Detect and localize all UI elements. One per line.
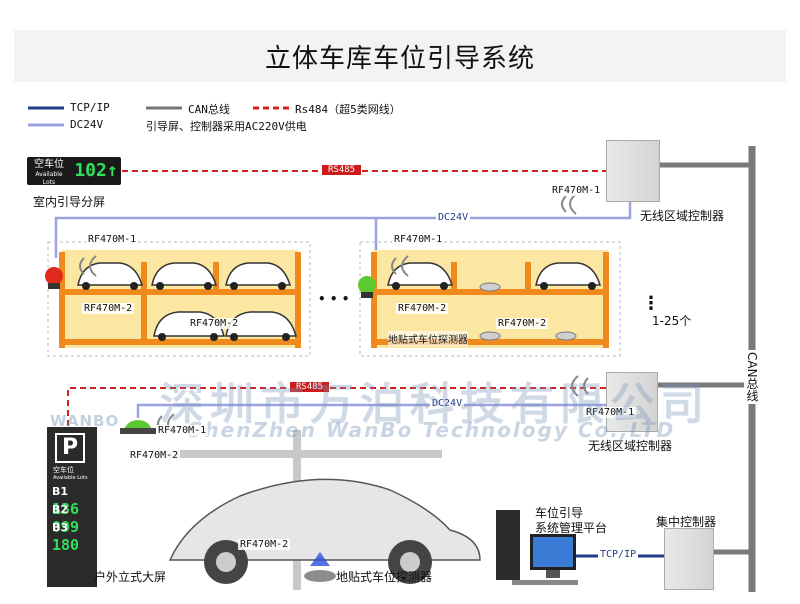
wireless-controller-mid-icon (606, 372, 658, 432)
outdoor-car-rf: RF470M-2 (238, 539, 291, 550)
floor-name: B1 (52, 485, 69, 498)
garage-right-rf2a: RF470M-2 (396, 303, 449, 314)
pc-tower-icon (496, 510, 520, 580)
floor-value: 136 (52, 500, 80, 518)
garage-right-rf2b: RF470M-2 (496, 318, 549, 329)
outdoor-board-caption: 户外立式大屏 (94, 570, 167, 584)
watermark-cn: 深圳市万泊科技有限公司 (160, 379, 710, 430)
tcpip-bottom-tag: TCP/IP (598, 549, 639, 560)
central-controller-label: 集中控制器 (656, 515, 717, 529)
outdoor-floor-row: B3 180 (52, 516, 96, 554)
outdoor-rf2: RF470M-2 (128, 450, 181, 461)
outdoor-detector-label: 地贴式车位探测器 (336, 570, 433, 584)
wireless-controller-mid-label: 无线区域控制器 (588, 439, 673, 453)
dc24v-mid-tag: DC24V (430, 398, 465, 409)
car-icon (387, 262, 454, 286)
arrow-up-icon: ↑ (106, 160, 118, 181)
indoor-screen-caption: 室内引导分屏 (33, 195, 106, 209)
controller-mid-rf: RF470M-1 (584, 407, 637, 418)
outdoor-floor-row: B2 099 (52, 498, 96, 536)
wireless-controller-top-label: 无线区域控制器 (640, 209, 725, 223)
garage-right-rf1: RF470M-1 (392, 234, 445, 245)
floor-value: 180 (52, 536, 80, 554)
can-bus-label: CAN总线 (744, 350, 761, 404)
floor-name: B2 (52, 503, 69, 516)
outdoor-board-label-en: Available Lots (53, 475, 88, 481)
wanbo-logo: WANBO (50, 412, 120, 430)
indoor-screen-label: 空车位 Available Lots (30, 159, 68, 186)
dc24v-top-tag: DC24V (436, 212, 471, 223)
page-title: 立体车库车位引导系统 (264, 44, 535, 74)
floor-name: B3 (52, 521, 69, 534)
controller-top-rf: RF470M-1 (550, 185, 603, 196)
car-icon (77, 262, 144, 286)
indoor-screen-label-top: 空车位 (34, 159, 64, 170)
garage-left-rf2a: RF470M-2 (82, 303, 135, 314)
car-icon (535, 262, 602, 286)
legend-dc24v-label: DC24V (70, 118, 104, 131)
wireless-controller-top-icon (606, 140, 660, 202)
legend-tcpip-label: TCP/IP (70, 101, 110, 114)
outdoor-floor-row: B1 136 (52, 480, 96, 518)
platform-label-line2: 系统管理平台 (535, 521, 608, 535)
indoor-led-screen (27, 157, 121, 185)
watermark-en: ShenZhen WanBo Technology Co.,LTD (188, 418, 676, 442)
legend-can-label: CAN总线 (188, 103, 230, 116)
platform-label-line1: 车位引导 (535, 506, 584, 520)
green-indicator-light (358, 276, 376, 294)
garage-ellipsis: • • • (318, 292, 350, 306)
platform-label: 车位引导 系统管理平台 (535, 506, 607, 536)
car-icon (151, 262, 218, 286)
outdoor-rf1: RF470M-1 (156, 425, 209, 436)
red-indicator-light (45, 267, 63, 285)
range-dots-icon: ⋮ (642, 293, 660, 314)
outdoor-floor-list: B1 136 B2 099 B3 180 (52, 480, 96, 554)
car-icon (225, 262, 292, 286)
rs485-top-tag: RS485 (322, 165, 362, 175)
range-label: 1-25个 (652, 314, 692, 328)
garage-left-rf1: RF470M-1 (86, 234, 139, 245)
outdoor-board-label-cn: 空车位 (53, 466, 74, 474)
title-band (14, 30, 786, 82)
legend-power-note: 引导屏、控制器采用AC220V供电 (146, 120, 307, 133)
floor-value: 099 (52, 518, 80, 536)
outdoor-board-label: 空车位 Available Lots (53, 466, 88, 482)
legend-rs484-label: Rs484（超5类网线） (295, 103, 401, 116)
parking-p-icon: P (55, 433, 85, 463)
indoor-screen-label-bottom: Available Lots (35, 171, 63, 186)
rs485-mid-tag: RS485 (290, 382, 330, 392)
garage-right-detector-label: 地贴式车位探测器 (388, 331, 468, 346)
garage-left-rf2b: RF470M-2 (188, 318, 241, 329)
central-controller-icon (664, 528, 714, 590)
indoor-screen-count: 102↑ (71, 157, 121, 185)
indoor-screen-number: 102 (74, 160, 107, 181)
